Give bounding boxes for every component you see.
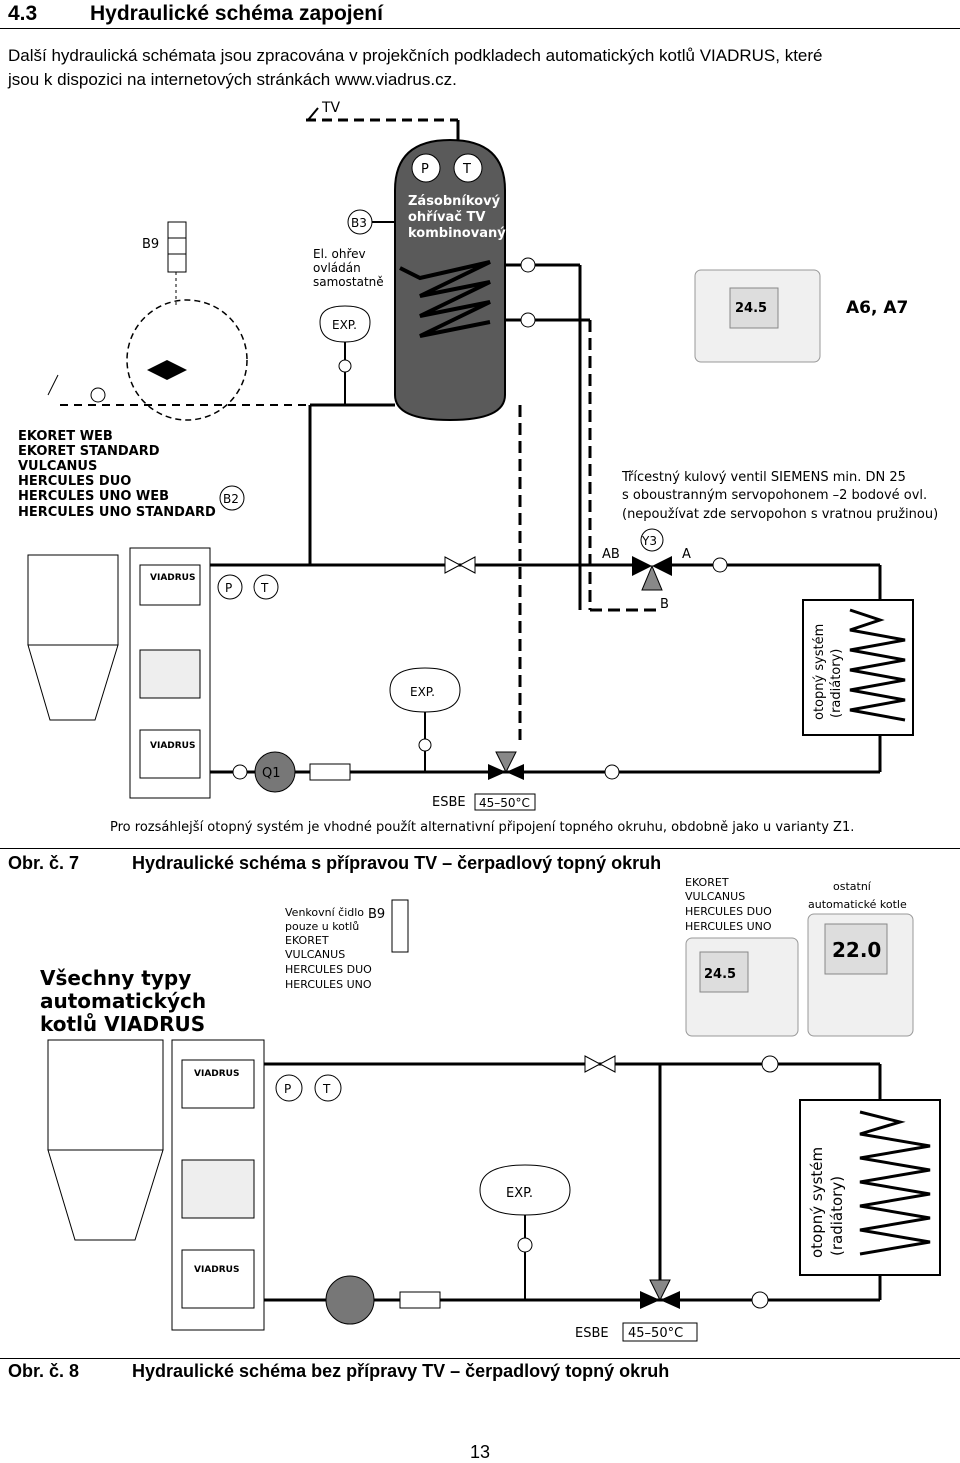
hopper-7 — [27, 554, 119, 646]
caption-7-rule — [0, 848, 960, 849]
caption-7-number: Obr. č. 7 — [8, 853, 80, 873]
b9-sensor — [167, 221, 187, 273]
esbe-range: 45–50°C — [479, 796, 530, 810]
caption-8-number: Obr. č. 8 — [8, 1361, 80, 1381]
ab-label: AB — [602, 547, 620, 562]
b-label: B — [660, 597, 669, 612]
header-rule — [0, 28, 960, 29]
heater-t-label: T — [462, 162, 471, 177]
boiler-list-4: HERCULES UNO — [685, 920, 772, 933]
expansion-vessel-1 — [319, 305, 371, 343]
sensor-note-2: pouze u kotlů — [285, 920, 359, 933]
other-boilers-2: automatické kotle — [808, 898, 907, 911]
section-number: 4.3 — [8, 2, 38, 25]
thermostat1-display: 24.5 — [704, 967, 736, 982]
sensor-note-4: VULCANUS — [285, 948, 345, 961]
brand-label-1: VIADRUS — [150, 573, 195, 583]
caption-7-text: Hydraulické schéma s přípravou TV – čerp… — [132, 853, 662, 873]
heater-title-3: kombinovaný — [408, 226, 506, 241]
heater-p-label: P — [421, 162, 429, 177]
figure-8-diagram: Všechny typy automatických kotlů VIADRUS… — [40, 876, 941, 1342]
radiators-label-1: otopný systém — [812, 624, 827, 720]
boiler-name-1: EKORET WEB — [18, 429, 113, 444]
thermostat-display: 24.5 — [735, 301, 767, 316]
el-heating-1: El. ohřev — [313, 247, 366, 261]
valve-note-2: s oboustranným servopohonem –2 bodové ov… — [622, 488, 927, 503]
heater-pressure-gauge — [411, 153, 441, 183]
boiler-list-3: HERCULES DUO — [685, 905, 772, 918]
brand-label-2: VIADRUS — [150, 741, 195, 751]
figure-7-diagram: TV P T Zásobníkový ohřívač TV kombinovan… — [18, 100, 938, 835]
t-gauge-label: T — [260, 581, 269, 595]
thermostat2-display: 22.0 — [832, 938, 881, 962]
b2-label: B2 — [223, 492, 239, 506]
tv-label: TV — [321, 100, 341, 116]
radiators-label-2: (radiátory) — [829, 649, 844, 718]
intro-line-2: jsou k dispozici na internetových stránk… — [8, 70, 457, 89]
b9-sensor-8 — [391, 899, 409, 953]
sensor-note-1: Venkovní čidlo — [285, 906, 364, 919]
y3-label: Y3 — [641, 534, 657, 548]
boiler-name-6: HERCULES UNO STANDARD — [18, 505, 216, 520]
esbe-label: ESBE — [432, 795, 466, 810]
a-label: A — [682, 547, 691, 562]
section-title: Hydraulické schéma zapojení — [90, 2, 383, 25]
esbe-label-8: ESBE — [575, 1326, 609, 1341]
exp-label-8: EXP. — [506, 1186, 533, 1201]
exp1-label: EXP. — [332, 318, 357, 332]
boiler-name-5: HERCULES UNO WEB — [18, 489, 169, 504]
boiler-name-2: EKORET STANDARD — [18, 444, 160, 459]
b9-label-8: B9 — [368, 907, 385, 922]
heater-title-2: ohřívač TV — [408, 210, 485, 225]
caption-8-text: Hydraulické schéma bez přípravy TV – čer… — [132, 1361, 670, 1381]
intro-paragraph: Další hydraulická schémata jsou zpracová… — [8, 44, 958, 92]
exp2-label: EXP. — [410, 685, 435, 699]
p-gauge-label: P — [225, 581, 232, 595]
radiators-label-3: otopný systém — [808, 1147, 826, 1258]
figure7-note: Pro rozsáhlejší otopný systém je vhodné … — [110, 820, 854, 835]
valve-note-3: (nepoužívat zde servopohon s vratnou pru… — [622, 507, 938, 522]
brand-label-3: VIADRUS — [194, 1069, 239, 1079]
radiators-8 — [799, 1099, 941, 1276]
b3-label: B3 — [351, 216, 367, 230]
sensor-note-3: EKORET — [285, 934, 329, 947]
sensor-note-6: HERCULES UNO — [285, 978, 372, 991]
expansion-vessel-3 — [479, 1164, 571, 1216]
el-heating-2: ovládán — [313, 261, 361, 275]
heater-thermometer — [453, 153, 483, 183]
heater-title-1: Zásobníkový — [408, 194, 501, 209]
q1-label: Q1 — [262, 766, 281, 781]
page-number: 13 — [469, 1442, 491, 1462]
heater-coil — [399, 260, 491, 338]
b9-label: B9 — [142, 237, 159, 252]
headline-2: automatických — [40, 989, 206, 1013]
hopper-8 — [47, 1039, 164, 1151]
boiler-name-3: VULCANUS — [18, 459, 97, 474]
pump-8 — [325, 1275, 375, 1325]
p-gauge-label-8: P — [284, 1082, 291, 1096]
sensor-note-5: HERCULES DUO — [285, 963, 372, 976]
boiler-name-4: HERCULES DUO — [18, 474, 131, 489]
boiler-list-2: VULCANUS — [685, 890, 745, 903]
other-boilers-1: ostatní — [833, 880, 872, 893]
boiler-list-1: EKORET — [685, 876, 729, 889]
el-heating-3: samostatně — [313, 275, 384, 289]
pump-q1 — [254, 751, 296, 793]
intro-line-1: Další hydraulická schémata jsou zpracová… — [8, 46, 823, 65]
safety-group-circle — [126, 299, 248, 421]
valve-note-1: Třícestný kulový ventil SIEMENS min. DN … — [621, 470, 906, 485]
headline-1: Všechny typy — [40, 966, 191, 990]
headline-3: kotlů VIADRUS — [40, 1012, 205, 1036]
radiators-label-4: (radiátory) — [828, 1176, 846, 1256]
t-gauge-label-8: T — [322, 1082, 331, 1096]
a6-a7-label: A6, A7 — [846, 298, 908, 318]
esbe-range-8: 45–50°C — [628, 1326, 683, 1341]
brand-label-4: VIADRUS — [194, 1265, 239, 1275]
caption-8-rule — [0, 1358, 960, 1359]
expansion-vessel-2 — [389, 667, 461, 713]
